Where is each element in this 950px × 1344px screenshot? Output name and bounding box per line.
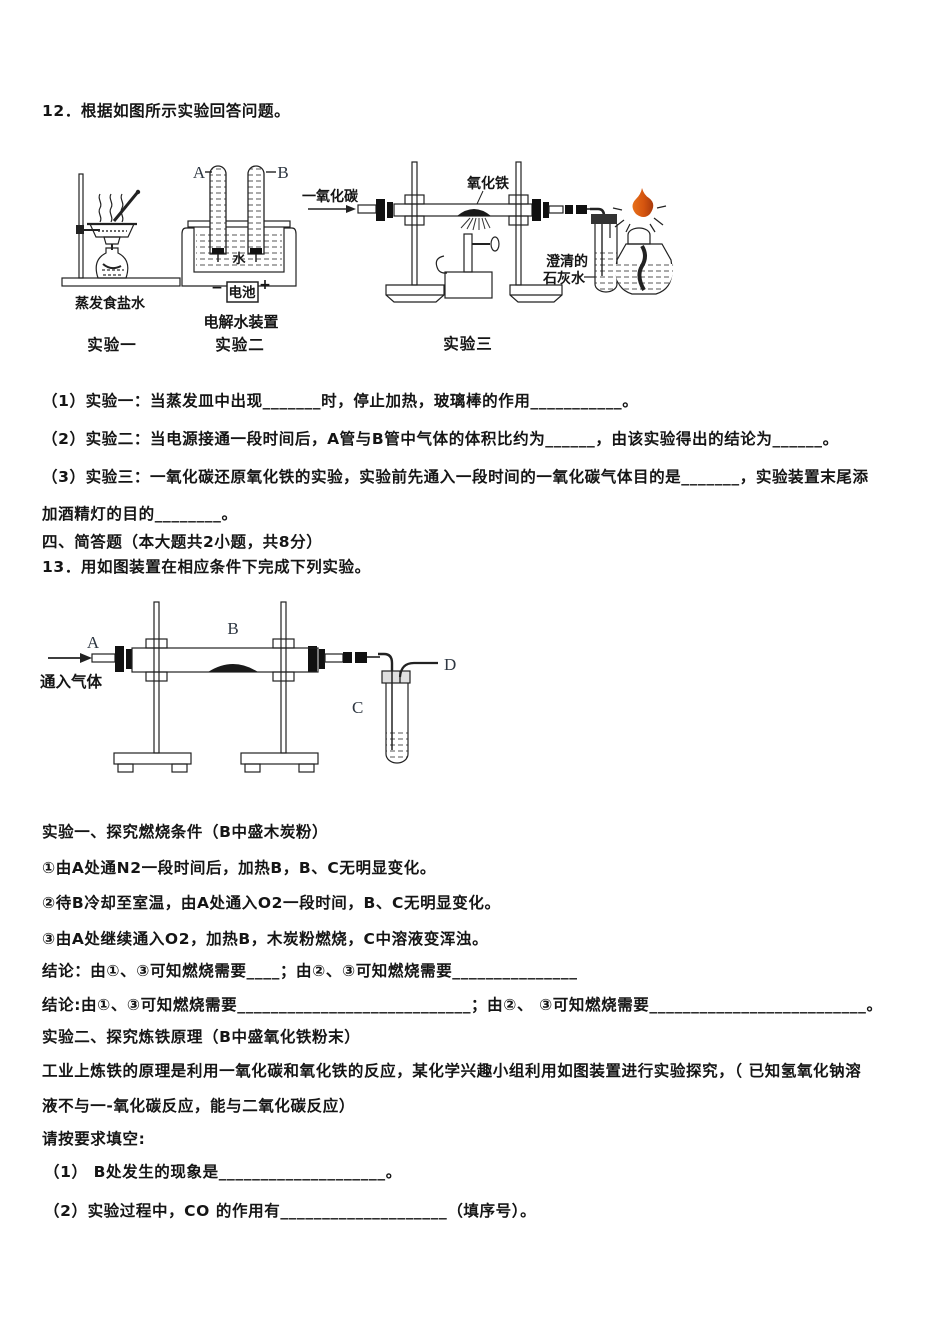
gas-tube-a bbox=[209, 165, 227, 255]
experiment-2-electrolysis-diagram: A B 水 电池 − + 电解水装置 实验二 bbox=[181, 163, 297, 354]
q13-paragraph-line2: 液不与一-氧化碳反应，能与二氧化碳反应） bbox=[42, 1097, 355, 1115]
q13-step-2: ②待B冷却至室温，由A处通入O2一段时间，B、C无明显变化。 bbox=[42, 894, 501, 912]
gas-tube-b bbox=[247, 165, 265, 255]
wire-positive bbox=[258, 227, 297, 287]
q13-conclusion-2: 结论:由①、③可知燃烧需要___________________________… bbox=[42, 996, 883, 1014]
gas-burner bbox=[435, 233, 500, 299]
q13-item-2: （2）实验过程中，CO 的作用有____________________（填序号… bbox=[44, 1202, 537, 1220]
exp2-caption: 实验二 bbox=[215, 335, 265, 354]
electrode-right bbox=[250, 248, 262, 254]
rubber-stopper bbox=[532, 199, 541, 221]
wire-negative bbox=[181, 227, 227, 287]
stand-base bbox=[385, 284, 445, 303]
test-tube-stopper bbox=[591, 214, 617, 224]
outlet-tube-d bbox=[398, 661, 438, 678]
experiment-1-evaporation-diagram: 蒸发食盐水 实验一 bbox=[61, 173, 181, 354]
rubber-stopper bbox=[376, 199, 385, 221]
q12-title: 12．根据如图所示实验回答问题。 bbox=[42, 102, 291, 120]
q13-exp1-heading: 实验一、探究燃烧条件（B中盛木炭粉） bbox=[42, 823, 329, 841]
tube-a-label: A bbox=[193, 163, 206, 182]
stand-base bbox=[240, 752, 319, 765]
co-gas-label: 一氧化碳 bbox=[302, 188, 359, 205]
gas-inlet-label: 通入气体 bbox=[40, 672, 103, 691]
point-b-label: B bbox=[227, 619, 238, 638]
exp1-caption: 实验一 bbox=[87, 335, 137, 354]
q12-item-2: （2）实验二：当电源接通一段时间后，A管与B管中气体的体积比约为______，由… bbox=[42, 430, 839, 448]
electrode-left bbox=[212, 248, 224, 254]
water-label: 水 bbox=[232, 251, 246, 267]
plus-sign: + bbox=[259, 277, 271, 293]
iron-oxide-label: 氧化铁 bbox=[466, 175, 509, 192]
minus-sign: − bbox=[211, 280, 223, 296]
alcohol-lamp bbox=[95, 247, 129, 279]
lamp-wick bbox=[637, 244, 647, 291]
limewater-label-line1: 澄清的 bbox=[546, 253, 588, 270]
figure-q13-apparatus: A 通入气体 B bbox=[40, 601, 456, 773]
tube-b-label: B bbox=[277, 163, 288, 182]
battery-label: 电池 bbox=[229, 284, 256, 301]
q13-paragraph-line1: 工业上炼铁的原理是利用一氧化碳和氧化铁的反应，某化学兴趣小组利用如图装置进行实验… bbox=[42, 1062, 862, 1080]
q12-item-3: （3）实验三：一氧化碳还原氧化铁的实验，实验前先通入一段时间的一氧化碳气体目的是… bbox=[42, 468, 869, 486]
two-hole-stopper bbox=[381, 670, 411, 684]
q13-item-1: （1） B处发生的现象是____________________。 bbox=[44, 1163, 402, 1181]
section-4-heading: 四、简答题（本大题共2小题，共8分） bbox=[42, 533, 323, 551]
exp2-device-label: 电解水装置 bbox=[203, 313, 278, 331]
q13-title: 13．用如图装置在相应条件下完成下列实验。 bbox=[42, 558, 371, 576]
experiment-3-co-reduction-diagram: 一氧化碳 氧化铁 bbox=[302, 161, 674, 353]
flame-icon bbox=[632, 188, 654, 217]
q12-item-3-cont: 加酒精灯的目的________。 bbox=[42, 505, 238, 523]
limewater bbox=[595, 252, 617, 292]
q13-conclusion-1: 结论：由①、③可知燃烧需要____；由②、③可知燃烧需要____________… bbox=[42, 962, 578, 980]
tubing-connector bbox=[343, 652, 352, 663]
stand-base bbox=[509, 284, 563, 303]
stand-rod bbox=[153, 601, 160, 754]
steam-wiggles bbox=[98, 193, 124, 223]
stand-rod bbox=[280, 601, 287, 754]
rubber-stopper bbox=[115, 646, 124, 672]
point-d-label: D bbox=[444, 655, 456, 674]
tail-alcohol-lamp bbox=[612, 188, 674, 295]
point-a-label: A bbox=[87, 633, 100, 652]
point-c-label: C bbox=[352, 698, 363, 717]
q13-step-1: ①由A处通N2一段时间后，加热B，B、C无明显变化。 bbox=[42, 859, 436, 877]
stand-rod bbox=[411, 161, 418, 286]
rubber-stopper bbox=[308, 646, 317, 672]
q13-step-3: ③由A处继续通入O2，加热B，木炭粉燃烧，C中溶液变浑浊。 bbox=[42, 930, 489, 948]
stand-rod bbox=[515, 161, 522, 286]
stand-base bbox=[61, 277, 181, 287]
q13-fill-prompt: 请按要求填空: bbox=[42, 1130, 146, 1148]
limewater-test-tube bbox=[594, 224, 618, 293]
ring-clamp bbox=[76, 225, 84, 234]
glass-rod bbox=[112, 192, 139, 222]
tubing-connector bbox=[565, 205, 573, 214]
test-tube-c bbox=[385, 683, 409, 764]
q13-exp2-heading: 实验二、探究炼铁原理（B中盛氧化铁粉末） bbox=[42, 1028, 361, 1046]
powder-pile bbox=[208, 664, 258, 672]
solution-c bbox=[386, 728, 408, 763]
exp3-caption: 实验三 bbox=[443, 334, 493, 353]
battery-box bbox=[226, 281, 259, 303]
exp1-device-label: 蒸发食盐水 bbox=[75, 295, 146, 312]
limewater-label-line2: 石灰水 bbox=[542, 270, 586, 287]
burner-cup bbox=[103, 236, 121, 245]
figure-q12-apparatus: 蒸发食盐水 实验一 A B 水 bbox=[61, 161, 674, 354]
q12-item-1: （1）实验一：当蒸发皿中出现_______时，停止加热，玻璃棒的作用______… bbox=[42, 392, 639, 410]
iron-oxide-pile bbox=[457, 209, 491, 216]
stand-base bbox=[113, 752, 192, 765]
